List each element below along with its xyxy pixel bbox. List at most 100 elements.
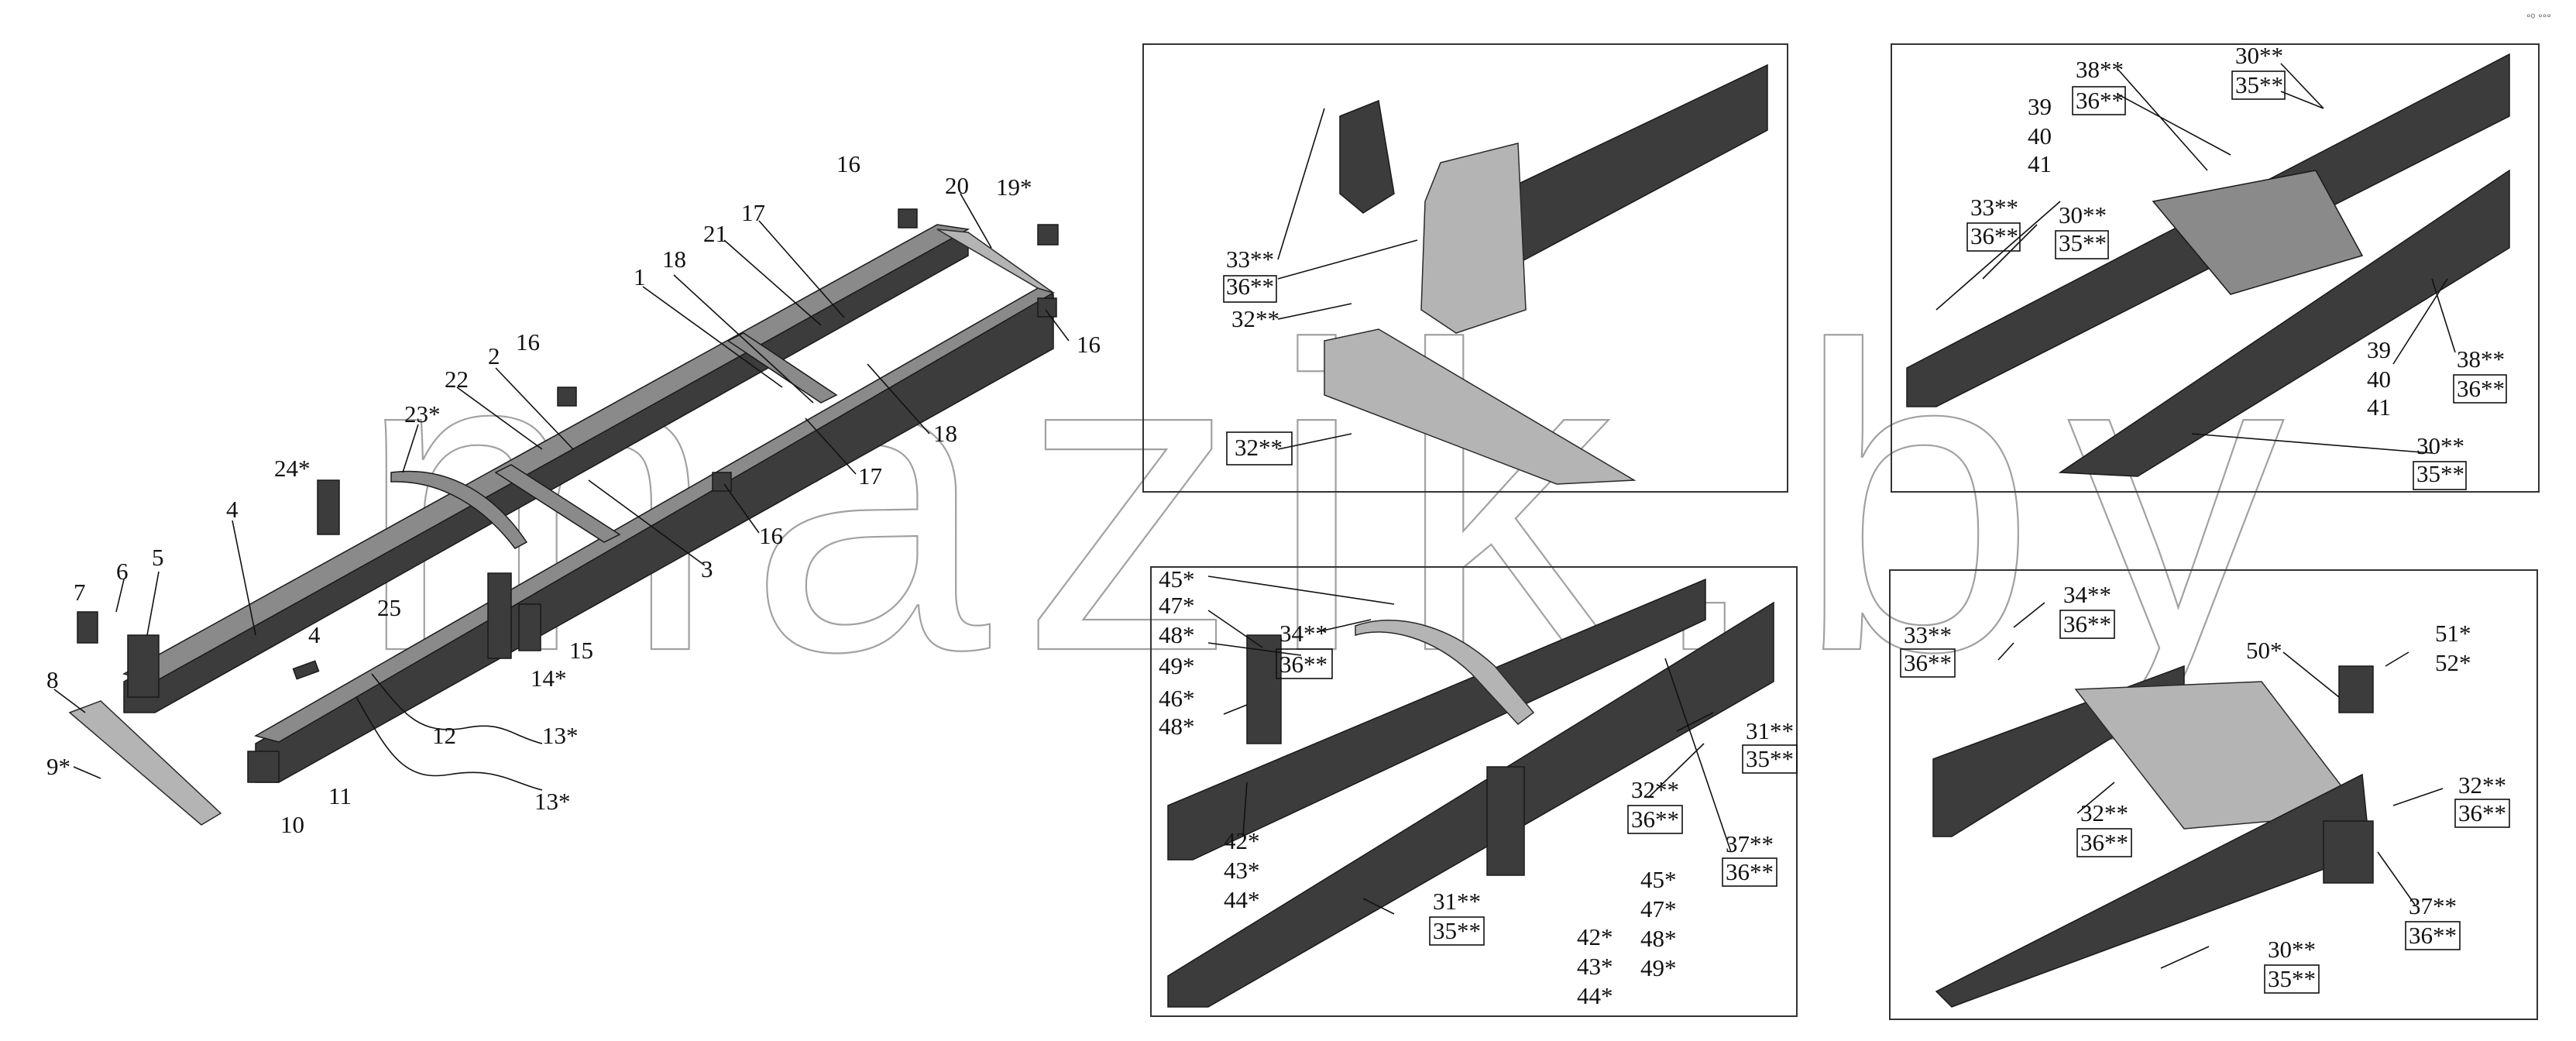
inset-bc-label-36a: 36** <box>1279 651 1327 678</box>
inset-br-label-51: 51* <box>2435 620 2471 647</box>
inset-br-label-36c: 36** <box>2080 829 2128 856</box>
leader-c1 <box>642 286 783 388</box>
inset-bc-bracket-rear <box>1486 766 1525 876</box>
inset-tr-label-36b: 36** <box>1970 222 2018 249</box>
bracket-16d <box>712 472 732 492</box>
inset-br-bracket-50 <box>2338 665 2374 713</box>
inset-tc-box-32b <box>1226 431 1293 466</box>
inset-tr-label-38a: 38** <box>2076 56 2124 83</box>
label-16c: 16 <box>1077 331 1101 358</box>
inset-tr-label-33: 33** <box>1970 194 2018 221</box>
inset-tc-mount <box>1339 99 1395 214</box>
leader-c18a <box>673 274 814 404</box>
inset-tc-label-32a: 32** <box>1231 305 1279 332</box>
inset-top-center: 33** 36** 32** 32** <box>1223 64 1768 485</box>
inset-br-label-35: 35** <box>2268 965 2316 992</box>
label-19: 19* <box>996 174 1032 201</box>
inset-bc-label-35a: 35** <box>1746 745 1794 772</box>
inset-bc-bracket-front <box>1246 634 1282 744</box>
inset-br-label-50: 50* <box>2246 637 2282 664</box>
leader-c2 <box>495 367 574 450</box>
inset-bc-label-48a: 48* <box>1159 621 1195 648</box>
inset-bc-label-47a: 47* <box>1159 592 1195 619</box>
inset-tr-label-39a: 39 <box>2028 93 2052 120</box>
inset-tr-label-36a: 36** <box>2076 87 2124 114</box>
inset-bc-label-45b: 45* <box>1640 866 1677 893</box>
inset-top-right: 38** 36** 30** 35** 39 40 41 33** 36** 3… <box>1906 42 2510 490</box>
overview-frame <box>68 208 1059 826</box>
inset-tr-label-39b: 39 <box>2367 336 2391 363</box>
leader-c16c <box>1045 309 1070 342</box>
inset-bottom-center: 45* 47* 48* 49* 34** 36** 46* 48* 31** 3… <box>1159 565 1798 1009</box>
label-3: 3 <box>701 555 713 582</box>
label-25: 25 <box>377 594 401 621</box>
label-21: 21 <box>703 220 727 247</box>
leader-c21 <box>723 239 822 326</box>
bracket-16c <box>1037 297 1057 318</box>
inset-br-label-32a: 32** <box>2080 799 2128 826</box>
inset-bc-label-34a: 34** <box>1279 620 1327 647</box>
front-bumper-bar <box>68 700 222 826</box>
label-17a: 17 <box>741 199 765 226</box>
inset-bc-box-36c <box>1722 857 1777 887</box>
corner-marks: °⁰ °°° <box>2526 12 2551 24</box>
inset-tr-rail-lower <box>2058 169 2510 477</box>
bracket-14 <box>487 572 512 659</box>
inset-bc-label-31b: 31** <box>1433 888 1481 915</box>
inset-tc-leaders <box>1277 108 1418 450</box>
inset-br-label-33: 33** <box>1904 621 1952 648</box>
leader-c23 <box>402 424 419 473</box>
label-7: 7 <box>74 579 86 606</box>
inset-tc-box-36 <box>1223 275 1277 303</box>
bracket-19 <box>1037 224 1059 246</box>
inset-bc-label-36b: 36** <box>1631 806 1679 833</box>
label-4b: 4 <box>308 621 321 648</box>
label-11: 11 <box>328 782 352 809</box>
inset-tr-box-36b <box>1966 222 2021 252</box>
inset-tr-label-35a: 35** <box>2235 71 2283 98</box>
inset-tc-bracket <box>1420 143 1527 334</box>
leader-c16d <box>723 483 760 534</box>
inset-bc-label-48c: 48* <box>1640 925 1677 952</box>
inset-br-box-36a <box>2059 610 2115 639</box>
inset-bc-label-42a: 42* <box>1224 827 1260 854</box>
label-4a: 4 <box>226 496 239 523</box>
inset-bc-box-36b <box>1627 805 1683 834</box>
label-2: 2 <box>488 342 500 369</box>
plate-4 <box>292 660 320 680</box>
overview-leaders <box>53 193 1070 779</box>
inset-br-label-36a: 36** <box>2063 610 2111 637</box>
inset-br-label-52: 52* <box>2435 649 2471 676</box>
inset-br-label-32b: 32** <box>2458 771 2506 799</box>
inset-br-box-36e <box>2405 921 2461 950</box>
label-5: 5 <box>152 544 164 571</box>
bracket-7 <box>77 611 98 644</box>
inset-tr-label-40b: 40 <box>2367 366 2391 393</box>
label-22: 22 <box>445 366 469 393</box>
inset-bc-label-48b: 48* <box>1159 713 1195 740</box>
label-13a: 13* <box>542 722 579 749</box>
inset-tr-box-35c <box>2413 461 2467 490</box>
inset-bottom-right-frame <box>1889 569 2538 1020</box>
label-15: 15 <box>569 637 593 664</box>
inset-bc-label-43b: 43* <box>1577 953 1613 980</box>
inset-bc-label-45a: 45* <box>1159 565 1195 593</box>
label-13b: 13* <box>534 788 571 815</box>
inset-tr-label-36c: 36** <box>2457 375 2505 402</box>
inset-bc-label-49a: 49* <box>1159 652 1195 679</box>
leader-c17a <box>758 220 845 318</box>
leader-c18b <box>867 363 930 435</box>
inset-bc-box-35b <box>1429 916 1485 946</box>
bracket-16b <box>557 387 577 407</box>
inset-tr-label-38b: 38** <box>2457 345 2505 373</box>
inset-br-label-30: 30** <box>2268 936 2316 963</box>
label-1: 1 <box>634 263 646 290</box>
inset-br-label-36b: 36** <box>1904 649 1952 676</box>
label-23: 23* <box>404 400 441 428</box>
leader-c8 <box>53 689 86 713</box>
inset-bc-label-44a: 44* <box>1224 886 1260 913</box>
inset-tc-label-33: 33** <box>1226 246 1274 273</box>
inset-bc-box-36a <box>1276 648 1333 679</box>
inset-bottom-center-frame <box>1150 566 1798 1017</box>
bracket-front-5 <box>127 634 160 698</box>
